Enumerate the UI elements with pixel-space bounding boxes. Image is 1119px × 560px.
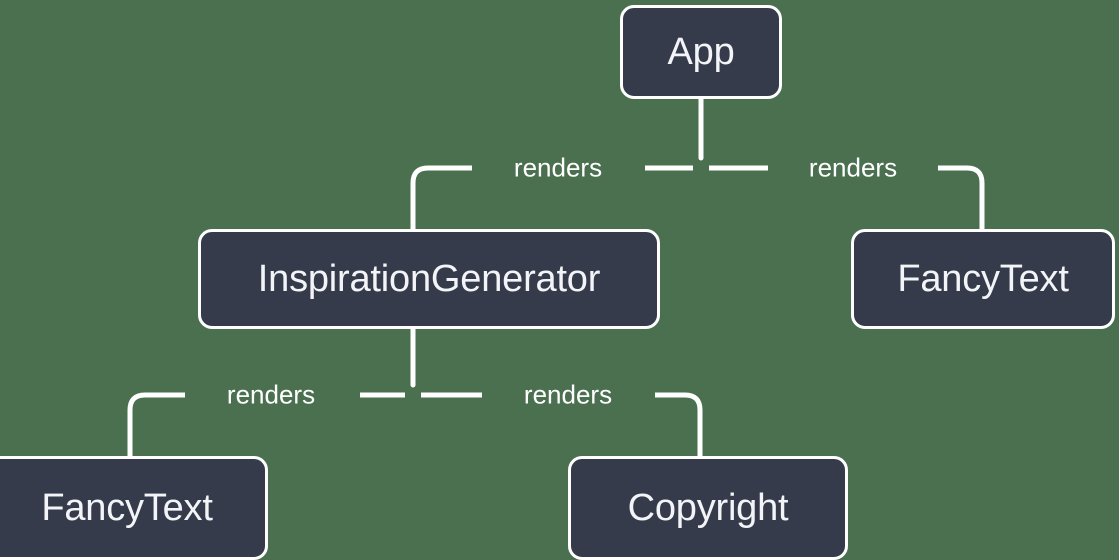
edge-label-app-inspirationgenerator: renders xyxy=(513,152,603,183)
node-app[interactable]: App xyxy=(620,5,782,99)
node-fancytext-right-label: FancyText xyxy=(897,257,1069,300)
node-fancytext-right[interactable]: FancyText xyxy=(851,229,1115,329)
edge-ig-to-fancytext-bottom xyxy=(127,392,185,456)
edge-app-to-inspirationgenerator-left xyxy=(410,165,472,229)
edge-label-inspirationgenerator-fancytext: renders xyxy=(226,379,316,410)
node-copyright[interactable]: Copyright xyxy=(568,456,848,560)
node-copyright-label: Copyright xyxy=(627,486,789,529)
node-fancytext-bottom[interactable]: FancyText xyxy=(0,456,268,560)
edge-label-app-fancytext: renders xyxy=(808,152,898,183)
node-inspiration-generator-label: InspirationGenerator xyxy=(257,257,601,300)
node-app-label: App xyxy=(667,30,735,73)
edge-label-inspirationgenerator-copyright: renders xyxy=(523,379,613,410)
node-inspiration-generator[interactable]: InspirationGenerator xyxy=(198,229,660,329)
edge-app-to-fancytext-right xyxy=(938,165,985,229)
edge-ig-to-copyright xyxy=(655,392,703,456)
node-fancytext-bottom-label: FancyText xyxy=(41,486,213,529)
